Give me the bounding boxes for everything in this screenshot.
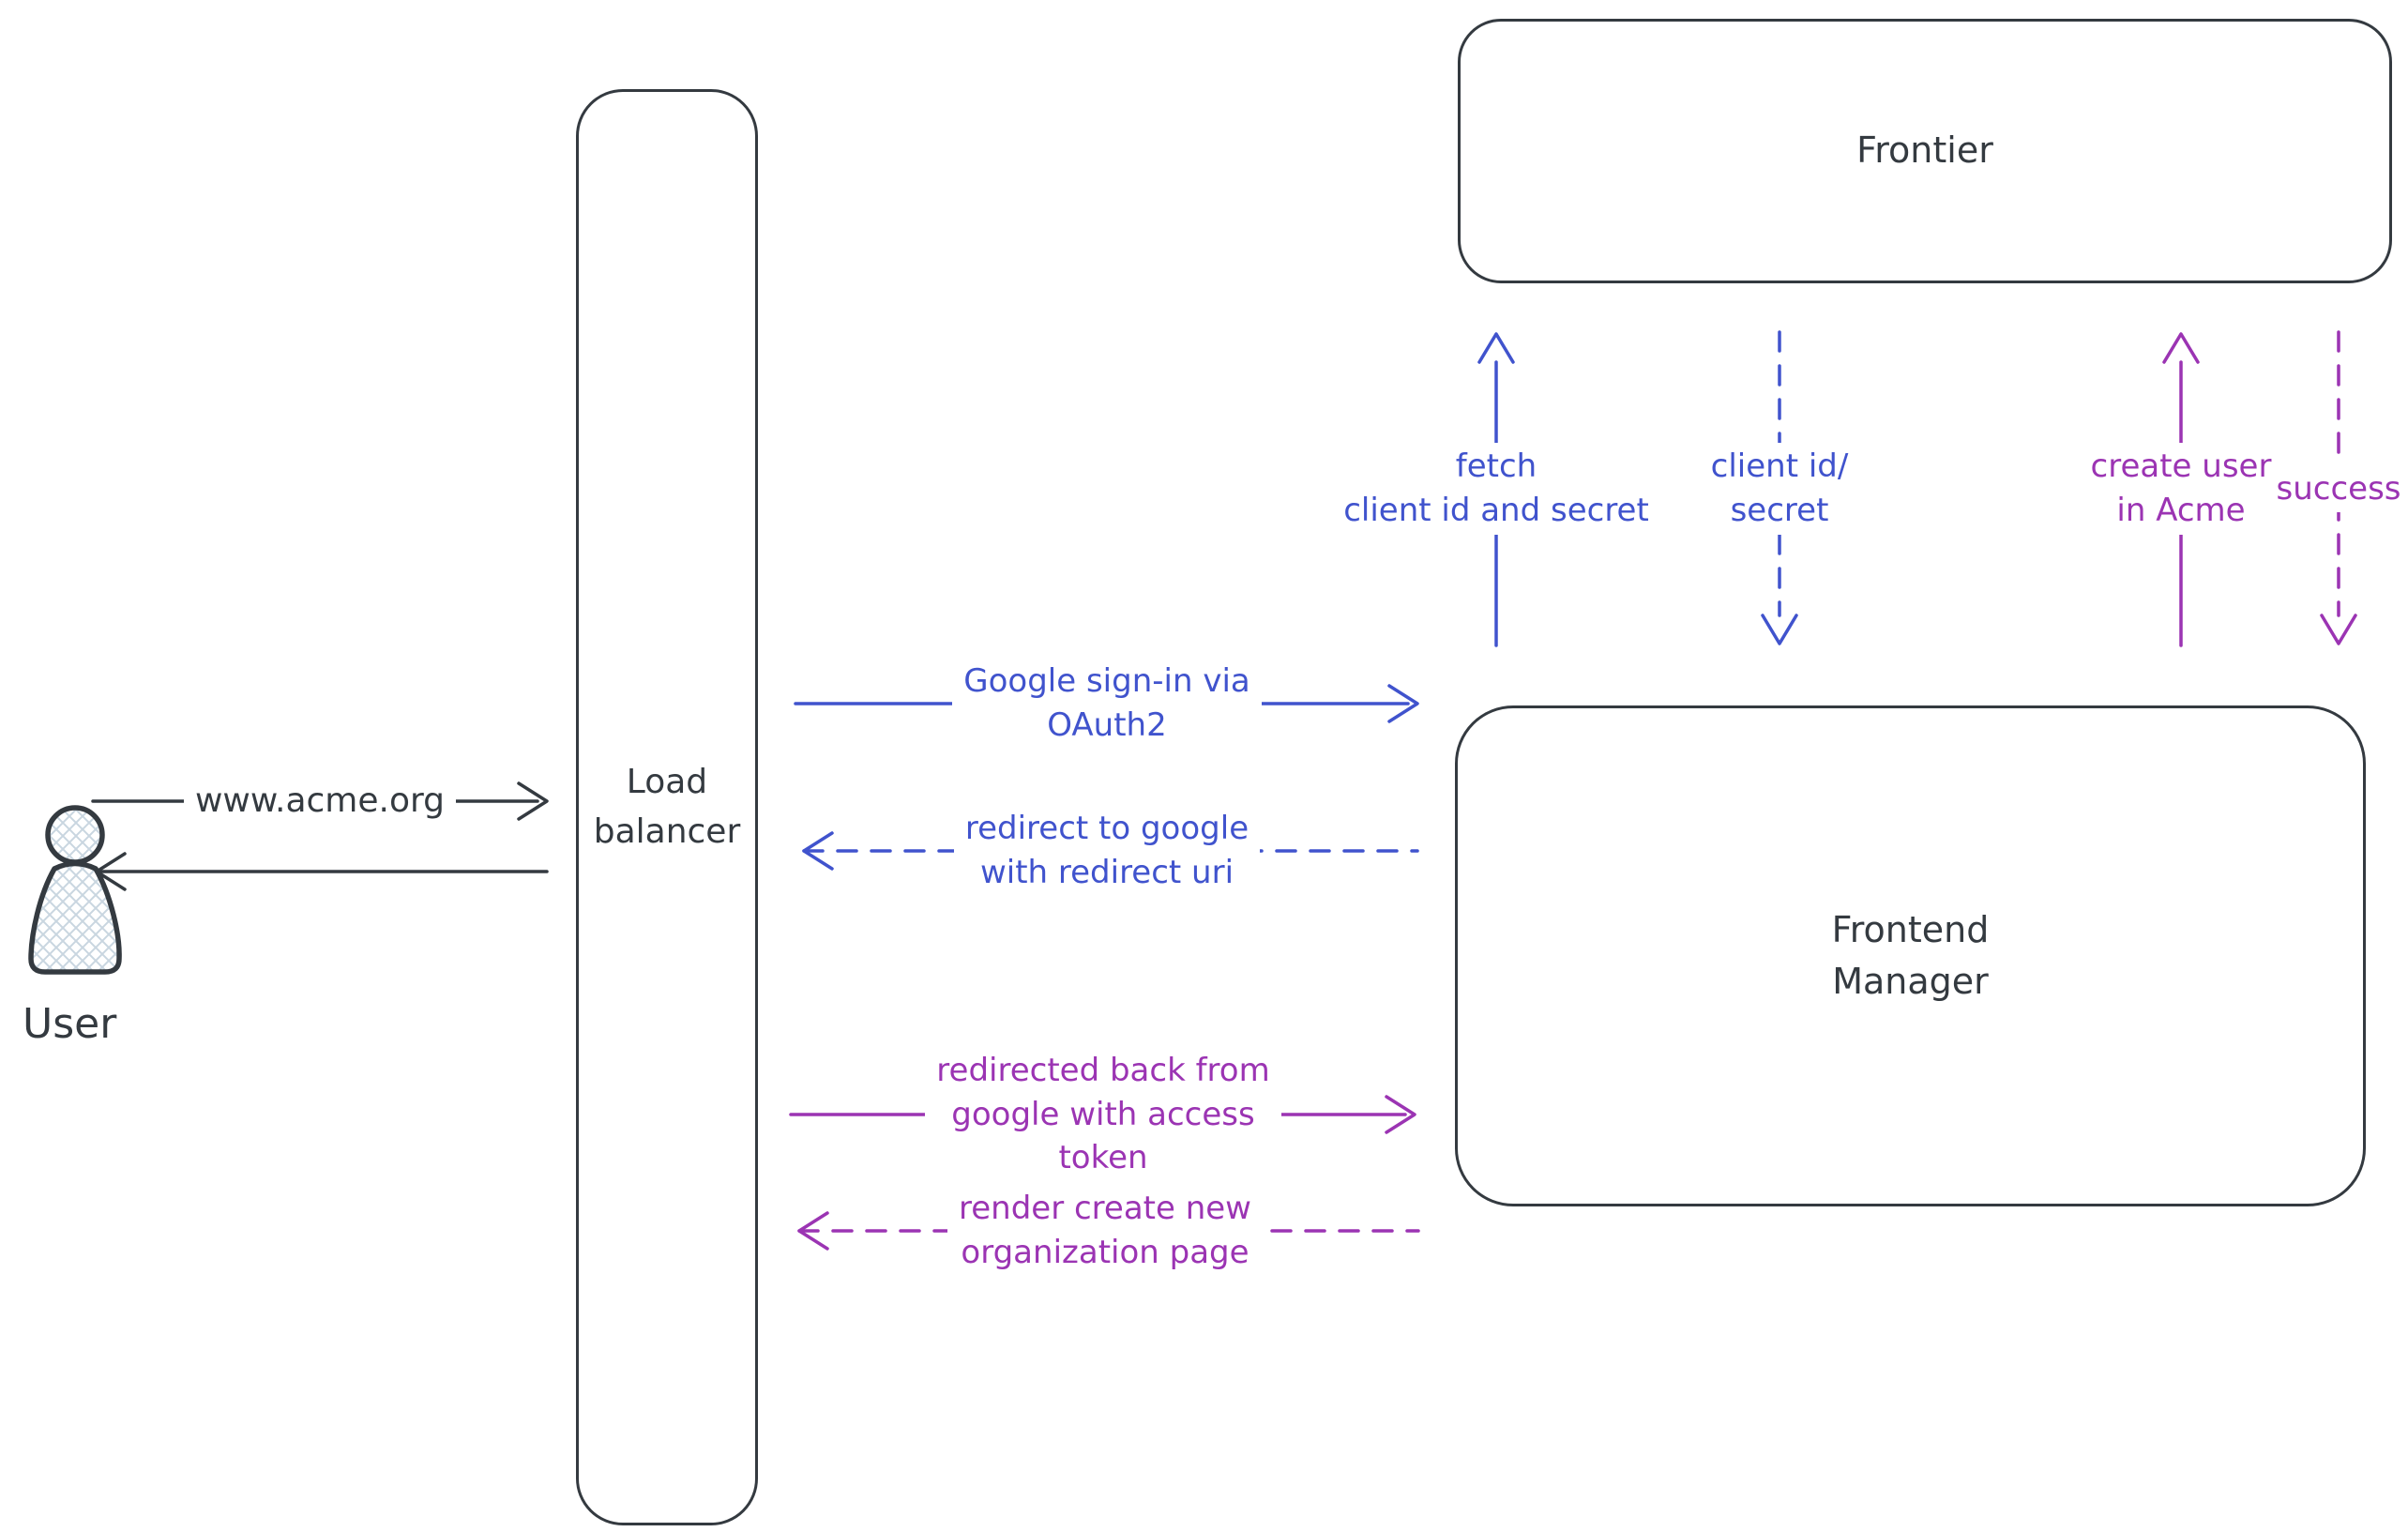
message-create-user-label: create user in Acme bbox=[2079, 443, 2283, 535]
frontier-label: Frontier bbox=[1856, 129, 1993, 172]
message-render-org-page: render create new organization page bbox=[788, 1178, 1422, 1283]
message-www-acme-org-label: www.acme.org bbox=[183, 776, 457, 827]
message-success-label: success bbox=[2264, 464, 2408, 513]
node-frontier: Frontier bbox=[1458, 19, 2392, 283]
frontend-manager-label: Frontend Manager bbox=[1831, 908, 1990, 1002]
message-client-id-secret: client id/ secret bbox=[1658, 330, 1901, 647]
user-label: User bbox=[23, 1000, 117, 1048]
message-redirect-to-google-label: redirect to google with redirect uri bbox=[953, 805, 1261, 897]
message-redirected-back-label: redirected back from google with access … bbox=[925, 1046, 1281, 1183]
message-redirected-back: redirected back from google with access … bbox=[788, 1046, 1418, 1183]
solid-left-arrow bbox=[95, 852, 549, 891]
message-render-org-page-label: render create new organization page bbox=[947, 1185, 1263, 1277]
message-create-user: create user in Acme bbox=[2050, 330, 2312, 647]
load-balancer-label: Load balancer bbox=[593, 763, 741, 851]
message-google-signin-label: Google sign-in via OAuth2 bbox=[952, 658, 1262, 750]
person-icon bbox=[28, 805, 122, 975]
node-load-balancer: Load balancer bbox=[576, 89, 758, 1525]
message-client-id-secret-label: client id/ secret bbox=[1699, 443, 1860, 535]
message-fetch-client-id-label: fetch client id and secret bbox=[1332, 443, 1660, 535]
message-fetch-client-id: fetch client id and secret bbox=[1290, 330, 1703, 647]
message-redirect-to-google: redirect to google with redirect uri bbox=[793, 797, 1421, 904]
message-google-signin: Google sign-in via OAuth2 bbox=[793, 650, 1421, 757]
message-success: success bbox=[2254, 330, 2408, 647]
node-frontend-manager: Frontend Manager bbox=[1455, 705, 2366, 1206]
message-www-acme-org: www.acme.org bbox=[89, 773, 551, 829]
message-return-to-user bbox=[89, 845, 551, 898]
